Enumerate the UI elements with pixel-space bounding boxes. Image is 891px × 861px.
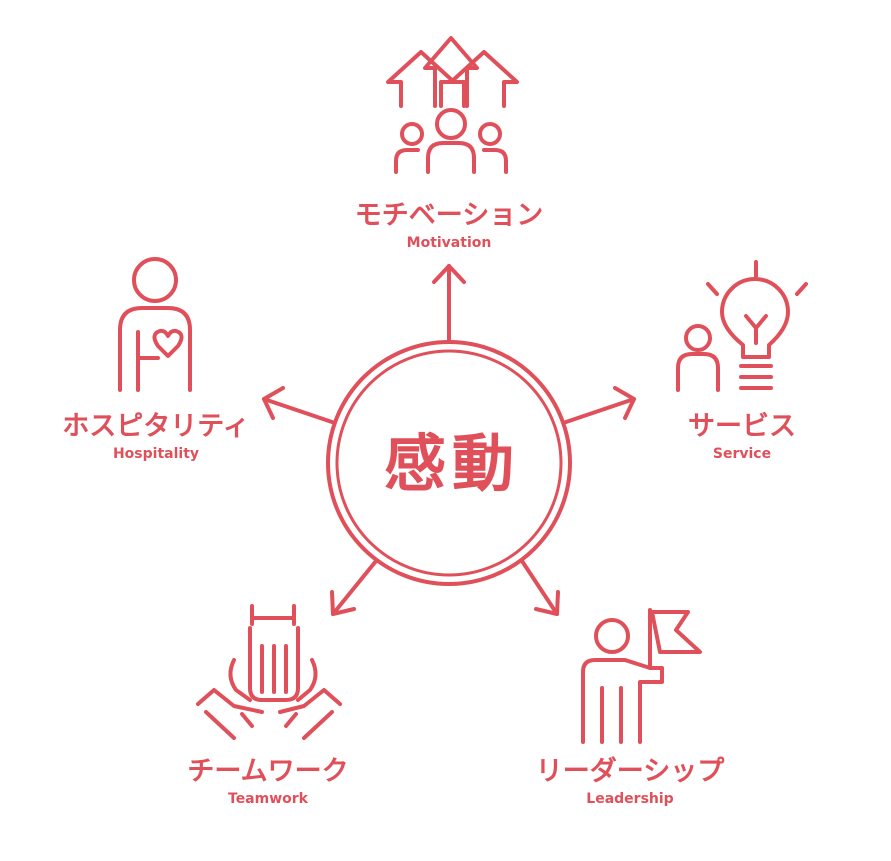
person-flag-icon: [581, 608, 702, 744]
center-label: 感動: [384, 427, 520, 500]
node-teamwork-label-ja: チームワーク: [187, 756, 348, 787]
arrow-to-motivation: [432, 264, 466, 342]
node-service-label-ja: サービス: [688, 411, 796, 442]
arrow-to-hospitality: [262, 386, 334, 424]
node-leadership-label-ja: リーダーシップ: [536, 755, 725, 787]
node-service-label-en: Service: [713, 446, 771, 462]
heart-person-icon: [118, 257, 192, 392]
node-leadership-label-en: Leadership: [586, 791, 673, 807]
arrow-to-service: [564, 386, 636, 424]
node-motivation-label-ja: モチベーション: [355, 200, 543, 231]
rising-team-icon: [386, 36, 519, 174]
arrows: [262, 264, 636, 616]
stacked-hands-icon: [196, 604, 342, 740]
node-hospitality-label-ja: ホスピタリティ: [62, 411, 249, 442]
arrow-to-leadership: [520, 559, 560, 616]
center-inner-ring: [335, 349, 563, 577]
lightbulb-person-icon: [676, 260, 808, 392]
node-teamwork-label-en: Teamwork: [228, 791, 309, 807]
node-motivation-label-en: Motivation: [407, 235, 492, 251]
arrow-to-teamwork: [330, 559, 378, 616]
center-hub: 感動: [326, 340, 572, 586]
node-hospitality-label-en: Hospitality: [113, 446, 199, 462]
